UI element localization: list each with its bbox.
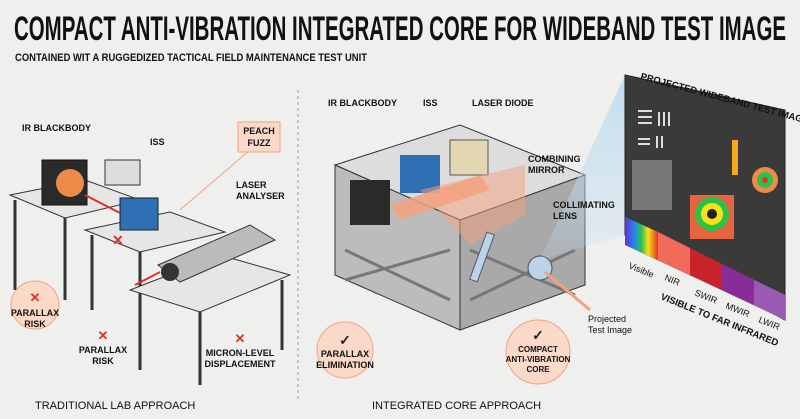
label-compact-core-2: ANTI-VIBRATION [506,355,571,364]
label-iss-right: ISS [423,98,438,108]
label-ir-blackbody-right: IR BLACKBODY [328,98,397,108]
risk-x-icon: ✕ [112,232,124,248]
label-parallax-risk-2b: RISK [92,356,114,366]
band-mwir: MWIR [724,301,751,320]
ir-blackbody-module [350,180,390,225]
iss-camera [119,197,159,231]
label-compact-core-3: CORE [526,365,550,374]
risk-x-icon: ✕ [30,290,41,305]
check-icon: ✓ [532,327,544,343]
label-micron-2: DISPLACEMENT [204,359,276,369]
label-compact-core-1: COMPACT [518,345,558,354]
label-laser-diode: LASER DIODE [472,98,534,108]
label-combining-mirror-2: MIRROR [528,165,565,175]
integrated-core-illustration [333,75,625,331]
caption-integrated: INTEGRATED CORE APPROACH [372,400,541,412]
page-subtitle: CONTAINED WIT A RUGGEDIZED TACTICAL FIEL… [15,52,367,64]
label-collimating-lens-2: LENS [553,211,577,221]
label-laser-analyser-2: ANALYSER [236,191,285,201]
label-iss-left: ISS [150,137,165,147]
label-peach-fuzz-2: FUZZ [248,138,271,148]
label-micron-1: MICRON-LEVEL [206,348,275,358]
label-laser-analyser-1: LASER [236,180,267,190]
laser-diode-module [449,139,489,176]
page-title: COMPACT ANTI-VIBRATION INTEGRATED CORE F… [14,10,786,48]
label-peach-fuzz-1: PEACH [243,126,275,136]
parallax-elimination-badge [316,321,374,379]
iss-module [400,155,440,193]
risk-x-icon: ✕ [98,328,109,343]
label-combining-mirror-1: COMBINING [528,154,581,164]
risk-x-icon: ✕ [235,331,246,346]
traditional-lab-illustration: ✕ [8,149,292,385]
projection-arrow [544,270,591,312]
label-parallax-risk-1a: PARALLAX [11,308,59,318]
label-parallax-risk-2a: PARALLAX [79,345,127,355]
peach-fuzz-callout [237,121,281,153]
projection-beam [540,75,625,260]
check-icon: ✓ [339,332,351,348]
label-parallax-risk-1b: RISK [24,319,46,329]
caption-traditional: TRADITIONAL LAB APPROACH [35,400,195,412]
iss-device [104,159,141,186]
label-projected-1: Projected [588,314,626,324]
band-lwir: LWIR [757,315,781,333]
band-swir: SWIR [693,288,719,306]
compact-core-badge [505,319,571,385]
band-nir: NIR [663,273,682,288]
label-projected-2: Test Image [588,325,632,335]
label-collimating-lens-1: COLLIMATING [553,200,615,210]
label-parallax-elim-1: PARALLAX [321,349,369,359]
parallax-risk-badge [10,280,60,330]
label-parallax-elim-2: ELIMINATION [316,360,374,370]
band-visible: Visible [627,261,655,280]
projected-test-image-panel [624,74,786,321]
label-ir-blackbody-left: IR BLACKBODY [22,123,91,133]
